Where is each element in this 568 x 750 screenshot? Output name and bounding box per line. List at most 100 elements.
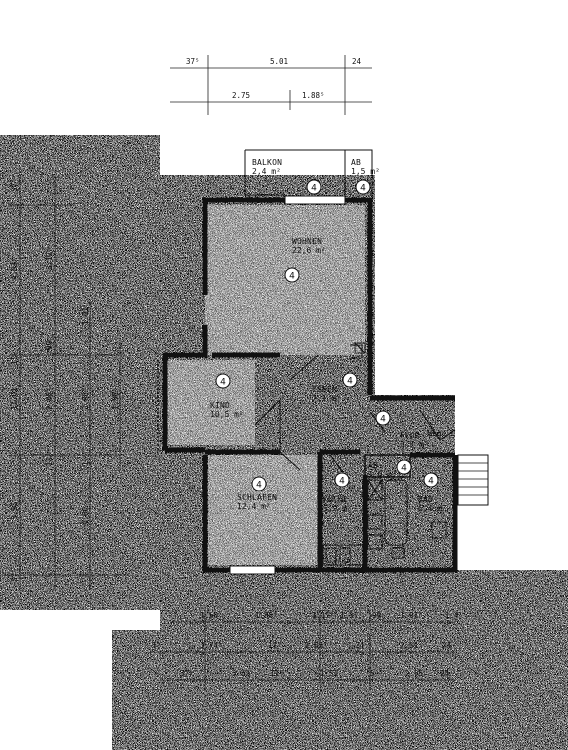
room-area: 22,6 m² bbox=[292, 246, 326, 255]
dim-label-bottom2: 24 bbox=[442, 641, 452, 650]
room-marker-circle bbox=[375, 410, 391, 426]
room-marker-circle bbox=[284, 267, 300, 283]
dim-label-bottom1: 1.4 bbox=[445, 611, 459, 620]
dim-label-bottom2: 3.74⁵ bbox=[200, 641, 223, 650]
dim-label-left_inner: 4.00 bbox=[81, 506, 90, 525]
room-name: AB bbox=[351, 158, 361, 167]
room-name: FLUR bbox=[400, 431, 420, 440]
room-name: BALKON bbox=[252, 158, 282, 167]
room-marker-number: 4 bbox=[401, 464, 407, 474]
wc-annotation: Wbg. L bbox=[428, 429, 456, 438]
dim-label-left_outer: 11⁵ bbox=[10, 351, 19, 365]
dim-label-bottom1: 99 bbox=[372, 611, 381, 620]
room-name: AB bbox=[368, 461, 378, 470]
room-marker-circle bbox=[355, 179, 371, 195]
dim-label-bottom2: 2.63⁵ bbox=[305, 641, 328, 650]
room-area: 3,7 m² bbox=[400, 440, 429, 449]
room-marker-number: 4 bbox=[347, 377, 353, 387]
dim-label-bottom1: 1.01 bbox=[400, 611, 418, 620]
dim-label-bottom1: 1.01 bbox=[340, 611, 358, 620]
dim-label-left_mid: 11⁵ bbox=[45, 452, 54, 466]
bathtub bbox=[384, 479, 408, 546]
dim-label-left_outer: 3.51 bbox=[10, 502, 19, 520]
room-marker-number: 4 bbox=[311, 184, 317, 194]
dim-label-left_inner: 2.88⁵ bbox=[81, 387, 90, 410]
room-marker-number: 4 bbox=[380, 415, 386, 425]
room-marker-number: 4 bbox=[220, 378, 226, 388]
dim-label-bottom2: 1⁵ bbox=[152, 641, 161, 650]
dim-label-left_outer: 37⁵ bbox=[10, 568, 19, 582]
dim-label-left_mid: 99 bbox=[45, 341, 54, 350]
dim-label-bottom1: 1.50 bbox=[200, 611, 219, 620]
room-name: ESSEN bbox=[312, 385, 337, 394]
fixtures bbox=[322, 342, 447, 566]
dim-label-top1: 5.01 bbox=[270, 57, 288, 66]
dim-label-top1: 37⁵ bbox=[186, 57, 200, 66]
room-marker-circle bbox=[306, 179, 322, 195]
room-marker-number: 4 bbox=[289, 272, 295, 282]
dim-label-bottom3: 3.63⁵ bbox=[232, 669, 255, 678]
room-marker-circle bbox=[215, 373, 231, 389]
room-marker-circle bbox=[334, 472, 350, 488]
dimension-labels: 37⁵ 5.01 24 2.75 1.88⁵ 37⁵ 4.63⁵ 11⁵ 12.01 3.51 37… bbox=[10, 57, 459, 678]
room-marker-circle bbox=[396, 459, 412, 475]
dim-label-left_inner2: 1.88⁵ bbox=[111, 387, 120, 410]
dim-label-left_mid: 2.88⁵ bbox=[45, 387, 54, 410]
room-name: WOHNEN bbox=[292, 237, 322, 246]
stairs bbox=[457, 454, 489, 506]
room-area: 6,4 m² bbox=[418, 504, 447, 513]
dim-label-bottom3: 2.05 bbox=[405, 669, 423, 678]
room-label-ab_small: AB1,0 m² 4 bbox=[368, 459, 412, 479]
room-area: 7,1 m² bbox=[312, 394, 341, 403]
room-marker-number: 4 bbox=[339, 477, 345, 487]
sink bbox=[367, 514, 383, 530]
room-label-ab_top: AB1,5 m² 4 bbox=[351, 158, 380, 195]
room-name: KÜCHE bbox=[323, 494, 348, 504]
dim-label-bottom1: 1.11⁵ bbox=[312, 611, 335, 620]
room-name: SCHLAFEN bbox=[237, 493, 277, 502]
dim-label-left_inner: 1⁵ bbox=[81, 457, 90, 466]
dim-label-bottom1: 1.88⁵ bbox=[255, 611, 278, 620]
dimension-lines bbox=[0, 55, 455, 690]
room-area: 2,4 m² bbox=[252, 167, 281, 176]
room-name: BAD bbox=[418, 495, 433, 504]
room-marker-number: 4 bbox=[428, 477, 434, 487]
wc bbox=[431, 521, 447, 539]
room-name: KIND bbox=[210, 401, 230, 410]
dim-label-bottom3: 37⁵ bbox=[180, 669, 194, 678]
room-area: 1,5 m² bbox=[351, 167, 380, 176]
dim-label-bottom3: 11⁵ bbox=[270, 669, 284, 678]
room-area: 10,5 m² bbox=[210, 410, 244, 419]
dim-label-bottom3: 1.51 bbox=[320, 669, 338, 678]
room-marker-number: 4 bbox=[256, 481, 262, 491]
room-area: 5,9 m² bbox=[323, 504, 352, 513]
room-area: 12,4 m² bbox=[237, 502, 271, 511]
room-marker-circle bbox=[342, 372, 358, 388]
dim-label-left_outer: 4.63⁵ bbox=[10, 257, 19, 280]
room-marker-number: 4 bbox=[360, 184, 366, 194]
dim-label-left_outer: 37⁵ bbox=[10, 178, 19, 192]
room-fills bbox=[165, 205, 365, 565]
dim-label-left_inner: 1.01 bbox=[81, 307, 90, 325]
dim-label-bottom2: 24 bbox=[355, 641, 365, 650]
dim-label-left_outer: 12.01 bbox=[10, 387, 19, 410]
kitchen-counter bbox=[322, 544, 364, 566]
dim-label-bottom2: 2.51 bbox=[400, 641, 418, 650]
dim-label-top2: 2.75 bbox=[232, 91, 250, 100]
dim-label-top2: 1.88⁵ bbox=[302, 91, 325, 100]
room-area: 1,0 m² bbox=[368, 470, 397, 479]
dim-label-left_mid: 3.12⁵ bbox=[45, 247, 54, 270]
dim-label-bottom2: 11⁵ bbox=[268, 641, 282, 650]
room-marker-circle bbox=[423, 472, 439, 488]
walls bbox=[157, 149, 489, 575]
